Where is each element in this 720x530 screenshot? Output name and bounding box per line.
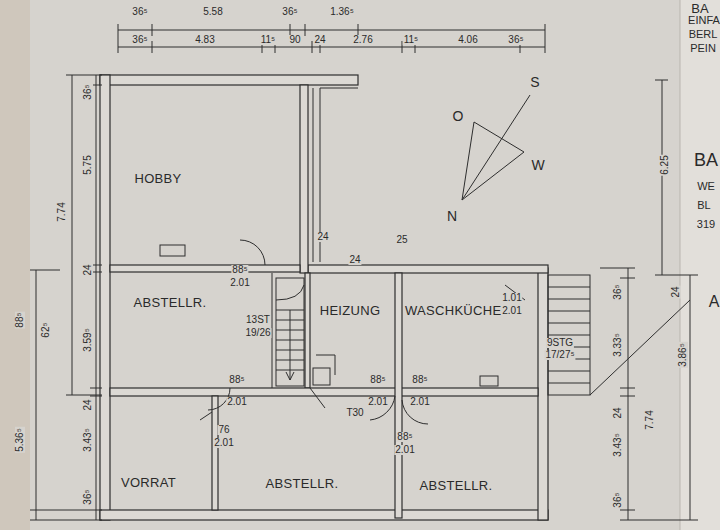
room-name: HOBBY — [134, 171, 181, 186]
dimension-label: 3.86⁵ — [678, 342, 688, 368]
dimension-label: 3.59⁵ — [83, 327, 93, 353]
dimension-label: 11⁵ — [260, 35, 277, 45]
dimension-label: 24 — [313, 35, 326, 45]
room: HEIZUNG — [310, 278, 395, 388]
dimension-label: 24 — [671, 285, 681, 298]
room: ABSTELLR. — [218, 396, 395, 510]
room-name: ABSTELLR. — [134, 295, 207, 310]
dimension-label: 5.36⁵ — [15, 427, 25, 453]
dimension-label: 36⁵ — [131, 7, 148, 17]
title-block-text: WE — [696, 181, 716, 192]
dimension-label: 62⁵ — [41, 321, 51, 338]
dimension-label: 90 — [288, 35, 301, 45]
dimension-label: 88⁵ — [15, 311, 25, 328]
room-name: ABSTELLR. — [420, 478, 493, 493]
compass-letter: S — [529, 75, 540, 89]
title-block-text: BA — [693, 151, 719, 169]
dimension-label: 4.83 — [194, 35, 215, 45]
dimension-label: 3.33⁵ — [613, 332, 623, 358]
dimension-label: 24 — [316, 232, 329, 242]
dimension-label: 9STG — [546, 338, 574, 348]
room: ABSTELLR. — [402, 396, 538, 510]
room-name: WASCHKÜCHE — [405, 303, 501, 318]
title-block-text: BL — [696, 200, 711, 211]
dimension-label: 7.74 — [645, 409, 655, 430]
dimension-label: 36⁵ — [83, 83, 93, 100]
dimension-label: 2.01 — [501, 306, 522, 316]
dimension-label: 88⁵ — [411, 375, 428, 385]
room-name: ABSTELLR. — [266, 476, 339, 491]
title-block-text: BERL — [688, 29, 719, 40]
room: HOBBY — [118, 85, 300, 263]
dimension-label: 24 — [83, 263, 93, 276]
room-name: HEIZUNG — [320, 303, 381, 318]
dimension-label: T30 — [345, 408, 364, 418]
dimension-label: 6.25 — [660, 154, 670, 175]
dimension-label: 5.75 — [83, 154, 93, 175]
dimension-label: 76 — [217, 425, 230, 435]
dimension-label: 24 — [83, 398, 93, 411]
dimension-label: 17/27⁵ — [544, 350, 575, 360]
dimension-label: 36⁵ — [613, 491, 623, 508]
dimension-label: 2.01 — [367, 397, 388, 407]
dimension-label: 1.01 — [501, 293, 522, 303]
dimension-label: 2.01 — [394, 445, 415, 455]
title-block-text: BA — [690, 2, 709, 15]
title-block-text: EINFA — [687, 15, 720, 26]
dimension-label: 2.01 — [213, 438, 234, 448]
dimension-label: 88⁵ — [396, 432, 413, 442]
dimension-label: 36⁵ — [281, 7, 298, 17]
title-block-text: 319 — [696, 219, 716, 230]
room-name: VORRAT — [121, 475, 176, 490]
title-block-text: A — [708, 294, 720, 310]
dimension-label: 11⁵ — [403, 35, 420, 45]
dimension-label: 5.58 — [202, 7, 223, 17]
dimension-label: 88⁵ — [228, 375, 245, 385]
dimension-label: 2.01 — [409, 397, 430, 407]
dimension-label: 7.74 — [57, 201, 67, 222]
dimension-label: 3.43⁵ — [83, 427, 93, 453]
dimension-label: 88⁵ — [231, 265, 248, 275]
dimension-label: 88⁵ — [369, 375, 386, 385]
dimension-label: 36⁵ — [507, 35, 524, 45]
dimension-label: 2.76 — [352, 35, 373, 45]
dimension-label: 3.43⁵ — [613, 432, 623, 458]
title-block-text: PEIN — [689, 43, 717, 54]
dimension-label: 24 — [613, 406, 623, 419]
dimension-label: 25 — [395, 235, 408, 245]
compass-letter: N — [446, 209, 458, 223]
dimension-label: 19/26 — [244, 328, 271, 338]
compass-letter: W — [530, 158, 545, 172]
dimension-label: 36⁵ — [131, 35, 148, 45]
dimension-label: 1.36⁵ — [329, 7, 355, 17]
dimension-label: 13ST — [245, 315, 271, 325]
room: VORRAT — [118, 396, 212, 510]
dimension-label: 36⁵ — [83, 488, 93, 505]
dimension-label: 24 — [348, 255, 361, 265]
dimension-label: 4.06 — [457, 35, 478, 45]
dimension-label: 36⁵ — [613, 283, 623, 300]
compass-letter: O — [452, 109, 465, 123]
dimension-label: 2.01 — [229, 278, 250, 288]
dimension-label: 2.01 — [226, 397, 247, 407]
